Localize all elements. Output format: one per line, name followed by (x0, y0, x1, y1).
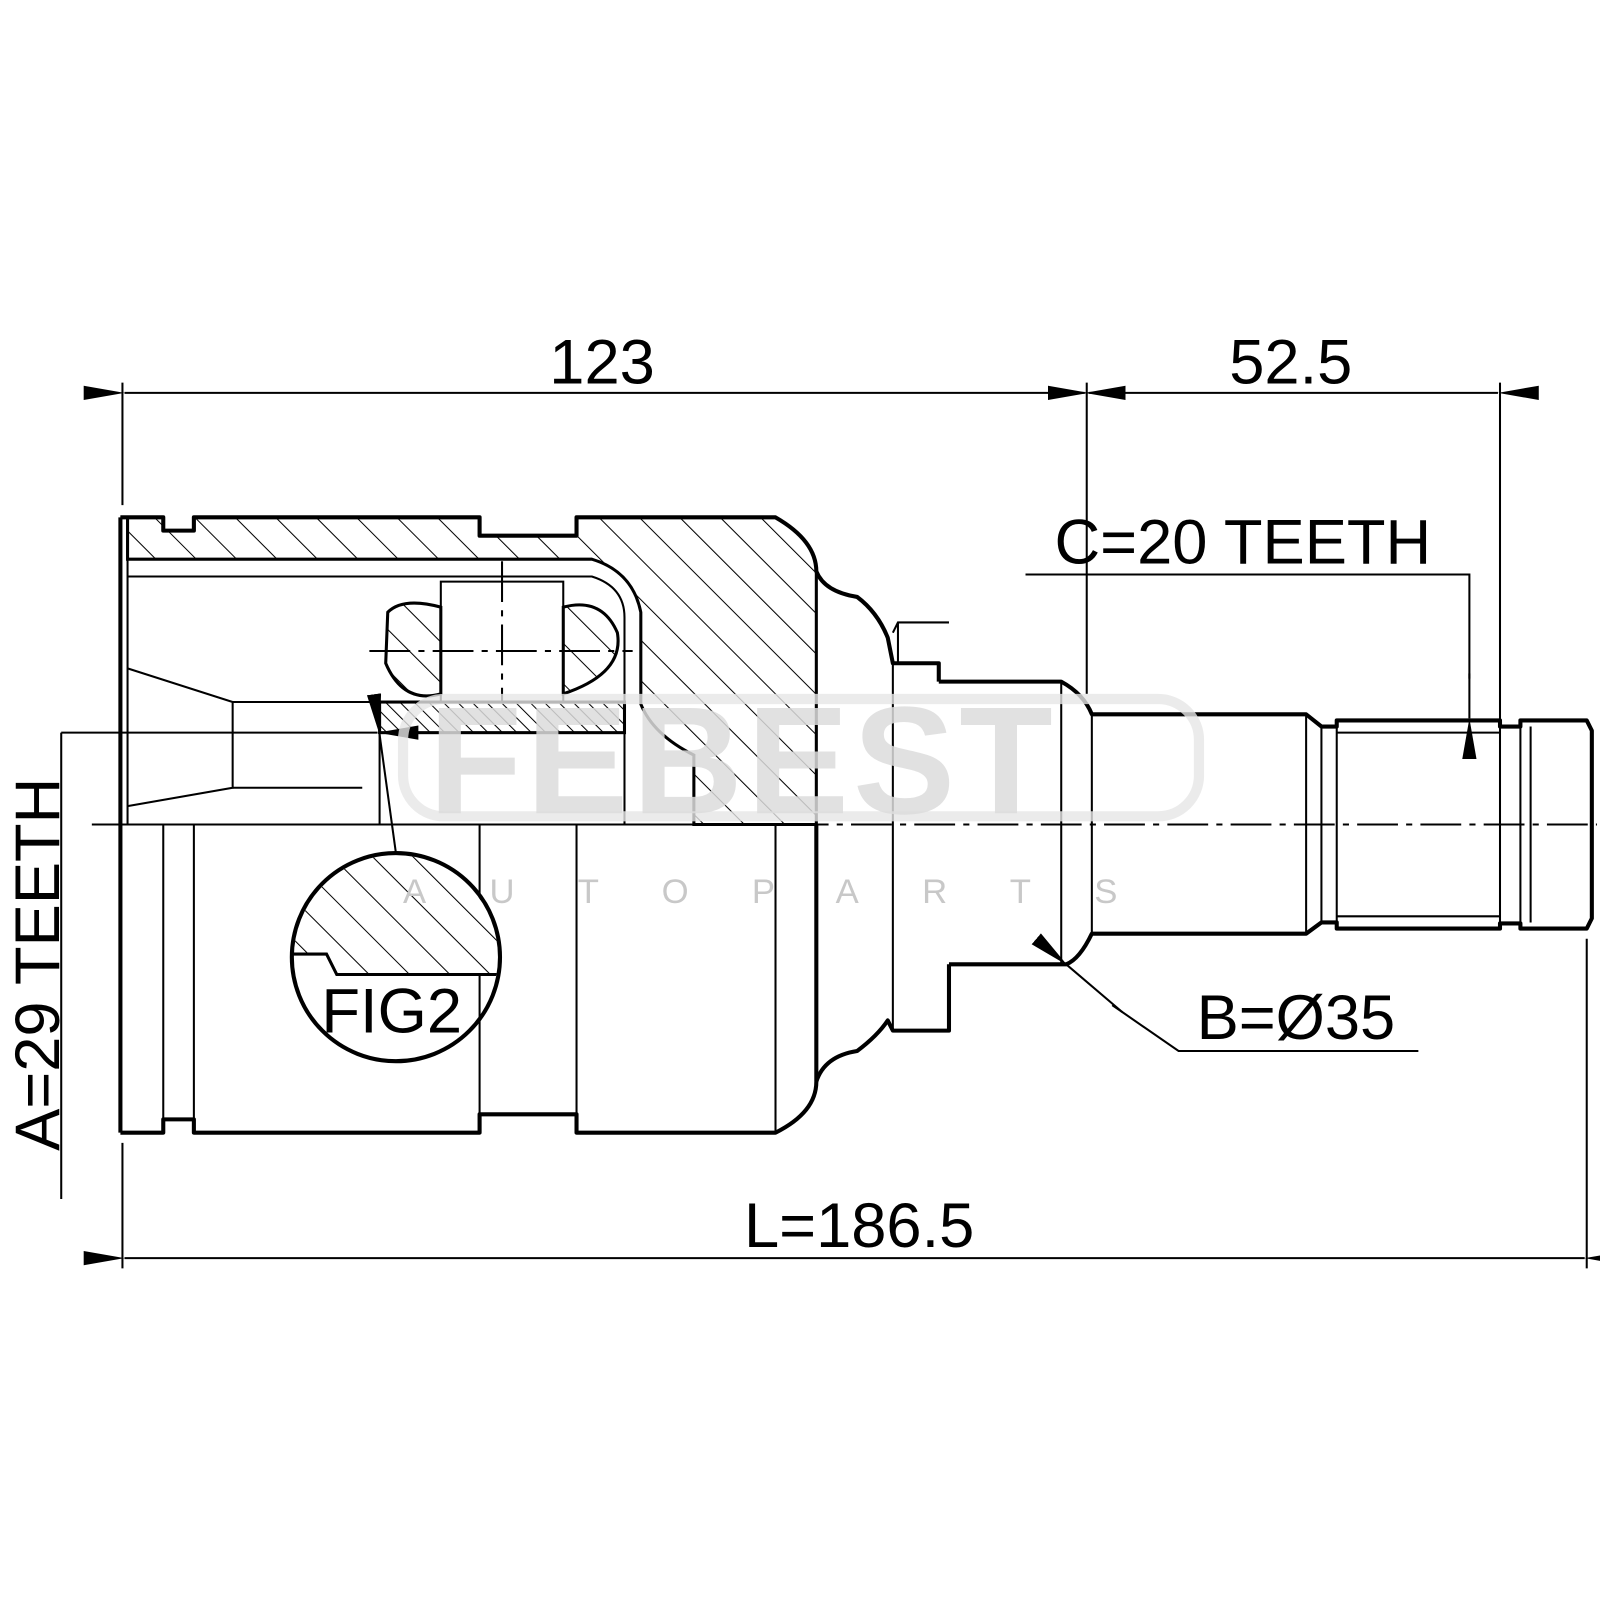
dimension-total-length: L=186.5 (83, 938, 1600, 1269)
housing-section (118, 515, 819, 1133)
svg-text:B=Ø35: B=Ø35 (1197, 983, 1396, 1053)
fig2-detail: FIG2 (289, 693, 503, 1064)
fig2-label: FIG2 (321, 977, 462, 1047)
callout-inner-teeth: A=29 TEETH (3, 725, 419, 1199)
dimension-housing-length: 123 (83, 328, 1126, 694)
svg-text:123: 123 (549, 328, 655, 398)
housing-exterior (120, 823, 819, 1135)
svg-text:AUTOPARTS: AUTOPARTS (403, 873, 1181, 911)
svg-text:C=20 TEETH: C=20 TEETH (1054, 507, 1431, 577)
svg-text:FEBEST: FEBEST (429, 675, 1057, 846)
svg-text:L=186.5: L=186.5 (744, 1191, 974, 1261)
svg-text:52.5: 52.5 (1229, 328, 1352, 398)
callout-outer-teeth: C=20 TEETH (1025, 507, 1477, 760)
boot (814, 570, 952, 1083)
watermark-logo: FEBEST AUTOPARTS (397, 675, 1205, 911)
callout-seal-diameter: B=Ø35 (1031, 933, 1419, 1053)
dimension-shaft-length: 52.5 (1047, 328, 1539, 720)
svg-text:A=29 TEETH: A=29 TEETH (3, 778, 73, 1151)
